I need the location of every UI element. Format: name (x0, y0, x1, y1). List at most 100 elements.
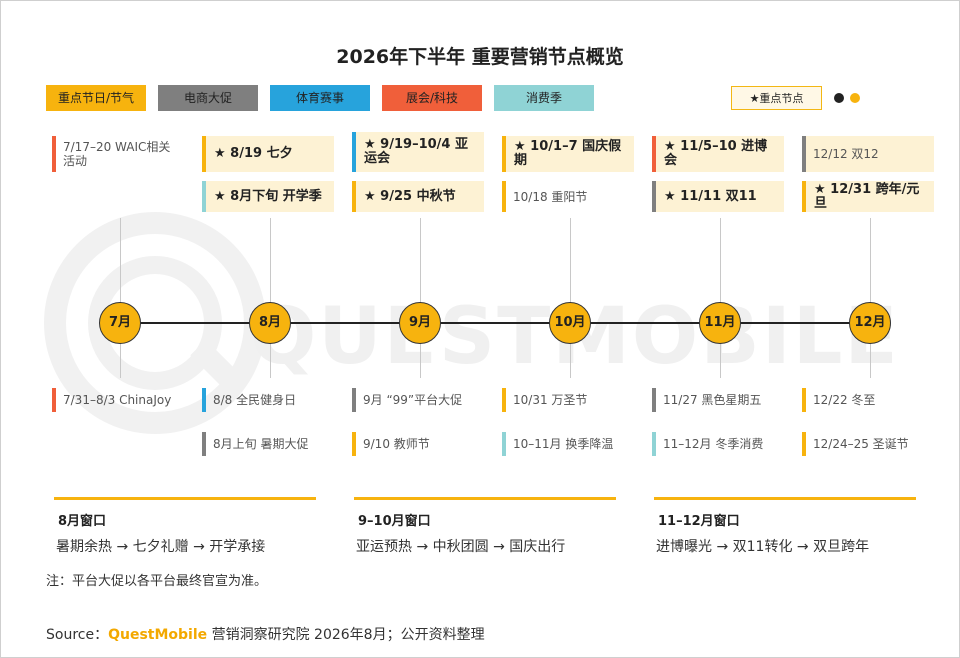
top-card-2-2-label: ★ 8月下旬 开学季 (214, 188, 322, 204)
bottom-card-6-1-category-bar (802, 388, 806, 412)
bottom-card-5-1-category-bar (652, 388, 656, 412)
bottom-card-1-1-category-bar (52, 388, 56, 412)
legend-item-2: 电商大促 (158, 85, 258, 111)
top-card-2-1-label: ★ 8/19 七夕 (214, 146, 293, 161)
bottom-card-2-2-label: 8月上旬 暑期大促 (213, 437, 309, 451)
window-underline-3 (654, 497, 916, 500)
month-guide-line-6 (870, 218, 871, 378)
top-card-2-1-category-bar (202, 136, 206, 172)
top-card-6-1-category-bar (802, 136, 806, 172)
bottom-card-2-1: 8/8 全民健身日 (202, 388, 334, 412)
bottom-card-4-2-category-bar (502, 432, 506, 456)
legend-item-1: 重点节日/节气 (46, 85, 146, 111)
bottom-card-5-2-category-bar (652, 432, 656, 456)
bottom-card-4-1: 10/31 万圣节 (502, 388, 634, 412)
source-brand: QuestMobile (108, 627, 208, 643)
source-suffix: 营销洞察研究院 2026年8月；公开资料整理 (207, 627, 485, 643)
month-guide-line-5 (720, 218, 721, 378)
chart-title: 2026年下半年 重要营销节点概览 (336, 46, 624, 68)
top-card-2-1: ★ 8/19 七夕 (202, 136, 334, 172)
legend-item-3: 体育赛事 (270, 85, 370, 111)
window-title-2: 9–10月窗口 (358, 514, 431, 529)
bottom-card-5-2-label: 11–12月 冬季消费 (663, 437, 764, 451)
key-node-legend: ★重点节点 (731, 86, 822, 110)
month-node-6: 12月 (849, 302, 891, 344)
top-card-4-2: 10/18 重阳节 (502, 181, 634, 212)
window-text-3: 进博曝光 → 双11转化 → 双旦跨年 (656, 539, 870, 555)
source-line: Source：QuestMobile 营销洞察研究院 2026年8月；公开资料整… (46, 624, 485, 644)
month-node-4: 10月 (549, 302, 591, 344)
bottom-card-6-1: 12/22 冬至 (802, 388, 934, 412)
window-underline-1 (54, 497, 316, 500)
footnote: 注：平台大促以各平台最终官宣为准。 (46, 574, 268, 589)
top-card-3-2: ★ 9/25 中秋节 (352, 181, 484, 212)
top-card-3-2-category-bar (352, 181, 356, 212)
top-card-6-2-label: ★ 12/31 跨年/元旦 (814, 181, 920, 211)
top-card-5-1: ★ 11/5–10 进博会 (652, 136, 784, 172)
top-card-6-2: ★ 12/31 跨年/元旦 (802, 181, 934, 212)
bottom-card-5-1: 11/27 黑色星期五 (652, 388, 784, 412)
bottom-card-3-1: 9月 “99”平台大促 (352, 388, 484, 412)
bottom-card-4-2: 10–11月 换季降温 (502, 432, 634, 456)
top-card-2-2: ★ 8月下旬 开学季 (202, 181, 334, 212)
bottom-card-2-2: 8月上旬 暑期大促 (202, 432, 334, 456)
month-node-2: 8月 (249, 302, 291, 344)
bottom-card-5-2: 11–12月 冬季消费 (652, 432, 784, 456)
month-node-3: 9月 (399, 302, 441, 344)
top-card-4-1-category-bar (502, 136, 506, 172)
top-card-1-1: 7/17–20 WAIC相关活动 (52, 136, 184, 172)
bottom-card-3-2-label: 9/10 教师节 (363, 437, 430, 451)
bottom-card-1-1: 7/31–8/3 ChinaJoy (52, 388, 184, 412)
top-card-5-1-label: ★ 11/5–10 进博会 (664, 139, 768, 168)
bottom-card-4-2-label: 10–11月 换季降温 (513, 437, 614, 451)
month-guide-line-3 (420, 218, 421, 378)
month-guide-line-2 (270, 218, 271, 378)
bottom-card-3-2: 9/10 教师节 (352, 432, 484, 456)
top-card-3-1: ★ 9/19–10/4 亚运会 (352, 132, 484, 172)
timeline-axis (120, 322, 870, 324)
top-card-3-2-label: ★ 9/25 中秋节 (364, 188, 456, 204)
top-card-6-2-category-bar (802, 181, 806, 212)
top-card-1-1-category-bar (52, 136, 56, 172)
pager-dot-dark (834, 93, 844, 103)
top-card-5-2: ★ 11/11 双11 (652, 181, 784, 212)
top-card-2-2-category-bar (202, 181, 206, 212)
bottom-card-3-2-category-bar (352, 432, 356, 456)
pager-dot-yellow (850, 93, 860, 103)
bottom-card-6-2-label: 12/24–25 圣诞节 (813, 437, 909, 451)
bottom-card-6-2: 12/24–25 圣诞节 (802, 432, 934, 456)
window-title-3: 11–12月窗口 (658, 514, 740, 529)
bottom-card-6-1-label: 12/22 冬至 (813, 393, 876, 407)
top-card-6-1: 12/12 双12 (802, 136, 934, 172)
source-prefix: Source： (46, 627, 109, 643)
bottom-card-3-1-label: 9月 “99”平台大促 (363, 393, 463, 407)
bottom-card-2-1-category-bar (202, 388, 206, 412)
top-card-3-1-label: ★ 9/19–10/4 亚运会 (364, 137, 468, 166)
top-card-3-1-category-bar (352, 132, 356, 172)
bottom-card-2-2-category-bar (202, 432, 206, 456)
month-node-1: 7月 (99, 302, 141, 344)
window-title-1: 8月窗口 (58, 514, 107, 529)
legend-item-5: 消费季 (494, 85, 594, 111)
window-text-2: 亚运预热 → 中秋团圆 → 国庆出行 (356, 539, 566, 555)
top-card-4-1-label: ★ 10/1–7 国庆假期 (514, 139, 622, 168)
bottom-card-2-1-label: 8/8 全民健身日 (213, 393, 297, 407)
top-card-4-2-category-bar (502, 181, 506, 212)
window-underline-2 (354, 497, 616, 500)
bottom-card-4-1-label: 10/31 万圣节 (513, 393, 588, 407)
window-text-1: 暑期余热 → 七夕礼赠 → 开学承接 (56, 539, 266, 555)
month-guide-line-1 (120, 218, 121, 378)
bottom-card-1-1-label: 7/31–8/3 ChinaJoy (63, 393, 172, 407)
top-card-5-1-category-bar (652, 136, 656, 172)
top-card-6-1-label: 12/12 双12 (813, 147, 879, 161)
month-node-5: 11月 (699, 302, 741, 344)
month-guide-line-4 (570, 218, 571, 378)
top-card-5-2-label: ★ 11/11 双11 (664, 188, 757, 204)
top-card-4-2-label: 10/18 重阳节 (513, 189, 588, 204)
bottom-card-5-1-label: 11/27 黑色星期五 (663, 393, 762, 407)
bottom-card-3-1-category-bar (352, 388, 356, 412)
top-card-4-1: ★ 10/1–7 国庆假期 (502, 136, 634, 172)
top-card-5-2-category-bar (652, 181, 656, 212)
top-card-1-1-label: 7/17–20 WAIC相关活动 (63, 140, 171, 168)
bottom-card-6-2-category-bar (802, 432, 806, 456)
